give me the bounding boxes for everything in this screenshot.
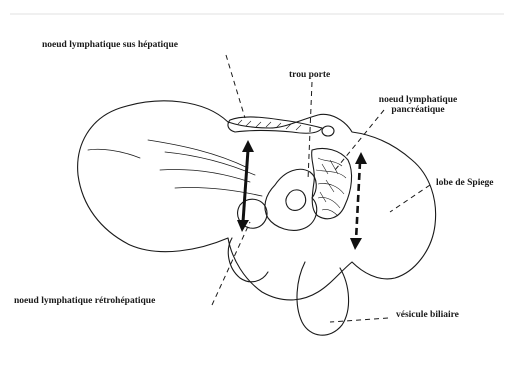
leader-lobe-spiegel — [390, 185, 430, 212]
left-double-arrow — [243, 150, 248, 222]
left-arrow-head-top — [242, 140, 254, 152]
label-lobe-spiegel: lobe de Spiege — [436, 178, 494, 188]
leader-retrohepatique — [212, 222, 250, 305]
label-sus-hepatique: noeud lymphatique sus hépatique — [42, 40, 178, 50]
leader-trou-porte — [308, 82, 312, 180]
pancreatic-hatch — [316, 158, 346, 216]
label-retrohepatique: noeud lymphatique rétrohépatique — [14, 296, 155, 306]
label-pancreatique-line2: pancréatique — [368, 105, 468, 115]
label-trou-porte: trou porte — [289, 70, 330, 80]
left-lower-lobe — [228, 238, 268, 282]
fissure-lines — [88, 140, 262, 196]
small-node — [322, 126, 334, 136]
right-arrow-head-bottom — [350, 238, 362, 250]
label-pancreatique-line1: noeud lymphatique — [368, 95, 468, 105]
label-pancreatique: noeud lymphatique pancréatique — [368, 95, 468, 116]
right-double-arrow — [356, 162, 360, 240]
label-vesicule: vésicule biliaire — [396, 310, 459, 320]
left-arrow-head-bottom — [237, 220, 249, 232]
portal-area — [265, 169, 317, 230]
leader-vesicule — [330, 318, 388, 322]
portal-vessel — [286, 190, 306, 210]
pancreatic-node — [312, 148, 352, 218]
leader-sus-hepatique — [226, 55, 245, 118]
right-arrow-head-top — [355, 152, 367, 164]
